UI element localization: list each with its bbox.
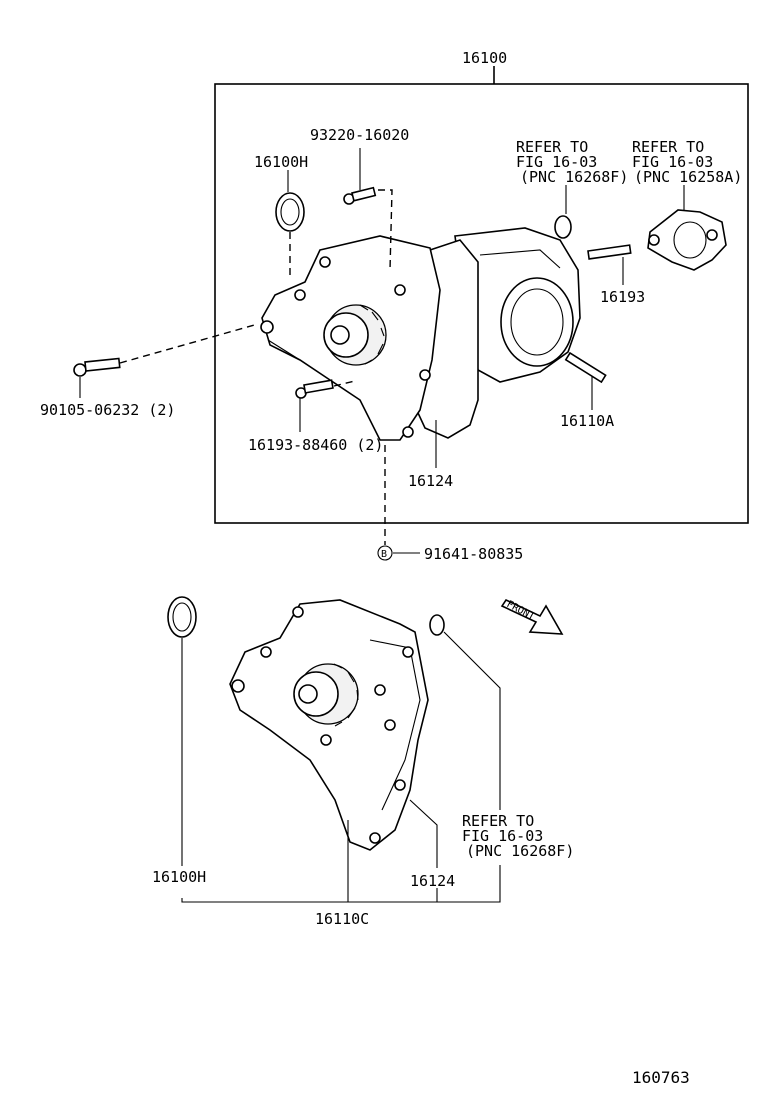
label-16110c: 16110C xyxy=(315,910,369,928)
label-16100h-top: 16100H xyxy=(254,153,308,171)
label-93220-16020: 93220-16020 xyxy=(310,126,409,144)
label-refer1-line3: (PNC 16268F) xyxy=(520,168,628,186)
bolt-93220-16020 xyxy=(343,186,377,205)
stud-16110a xyxy=(564,351,607,384)
label-16193: 16193 xyxy=(600,288,645,306)
label-refer3-line2: FIG 16-03 xyxy=(462,827,543,845)
label-16124-top: 16124 xyxy=(408,472,453,490)
label-refer1-line2: FIG 16-03 xyxy=(516,153,597,171)
label-16193-88460: 16193-88460 (2) xyxy=(248,436,383,454)
label-refer3-line3: (PNC 16268F) xyxy=(466,842,574,860)
label-callout-b: B xyxy=(381,549,387,560)
o-ring-16268f-bottom xyxy=(429,614,445,636)
gasket-16100h-bottom xyxy=(167,596,197,638)
label-refer2-line2: FIG 16-03 xyxy=(632,153,713,171)
assembly-box xyxy=(214,83,749,524)
gasket-16100h-top xyxy=(275,192,305,232)
water-pump-16110c-bottom xyxy=(229,599,429,851)
label-16110a: 16110A xyxy=(560,412,614,430)
bolt-90105-06232 xyxy=(73,357,121,377)
label-refer3-line1: REFER TO xyxy=(462,812,534,830)
label-90105-06232: 90105-06232 (2) xyxy=(40,401,175,419)
label-16100h-bottom: 16100H xyxy=(152,868,206,886)
gasket-16258a xyxy=(647,209,727,271)
label-refer2-line3: (PNC 16258A) xyxy=(634,168,742,186)
water-pump-assembly-top xyxy=(260,227,581,441)
label-16100: 16100 xyxy=(462,49,507,67)
stud-16193 xyxy=(587,244,632,260)
front-arrow-icon xyxy=(500,598,564,635)
label-refer2-line1: REFER TO xyxy=(632,138,704,156)
o-ring-16268f-top xyxy=(554,215,572,239)
label-refer1-line1: REFER TO xyxy=(516,138,588,156)
bolt-16193-88460 xyxy=(295,379,334,399)
label-front: FRONT xyxy=(505,599,537,623)
label-16124-bottom: 16124 xyxy=(410,872,455,890)
bracket-16110c xyxy=(181,865,501,903)
callout-b-circle xyxy=(377,545,393,561)
label-figure-number: 160763 xyxy=(632,1068,690,1087)
label-91641-80835: 91641-80835 xyxy=(424,545,523,563)
